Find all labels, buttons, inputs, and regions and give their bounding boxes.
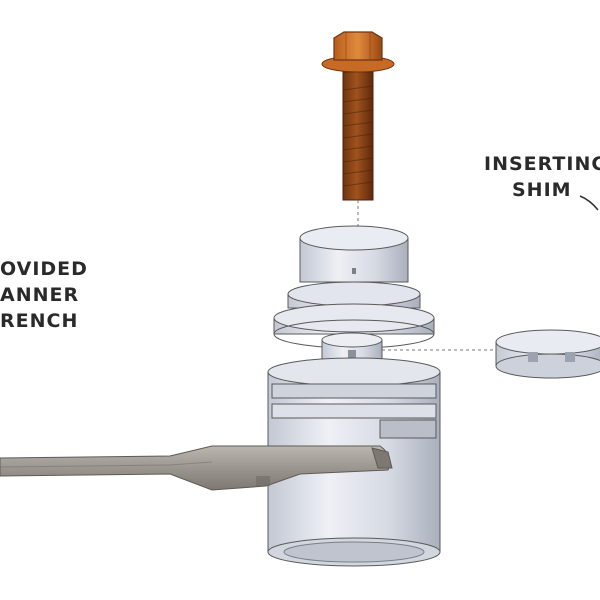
shim-leader-line: [579, 195, 599, 211]
bolt: [321, 31, 395, 226]
wrench-label: OVIDED ANNER RENCH: [0, 256, 88, 334]
shim-label-line-1: INSERTING: [484, 153, 600, 175]
wrench-label-line-1: OVIDED: [0, 258, 88, 280]
wrench-hook: [371, 447, 393, 469]
shim-label-line-2: SHIM: [512, 179, 572, 201]
spanner-wrench-icon: [0, 445, 393, 491]
shim: [382, 329, 600, 379]
upper-cap-top: [299, 225, 409, 251]
wrench-label-line-2: ANNER: [0, 284, 80, 306]
hex-flange-bolt-icon: [333, 31, 383, 61]
bolt-thread-lines: [342, 85, 374, 187]
shim-label: INSERTING SHIM: [484, 151, 600, 203]
upper-body: [273, 225, 435, 349]
wrench-label-line-3: RENCH: [0, 310, 79, 332]
